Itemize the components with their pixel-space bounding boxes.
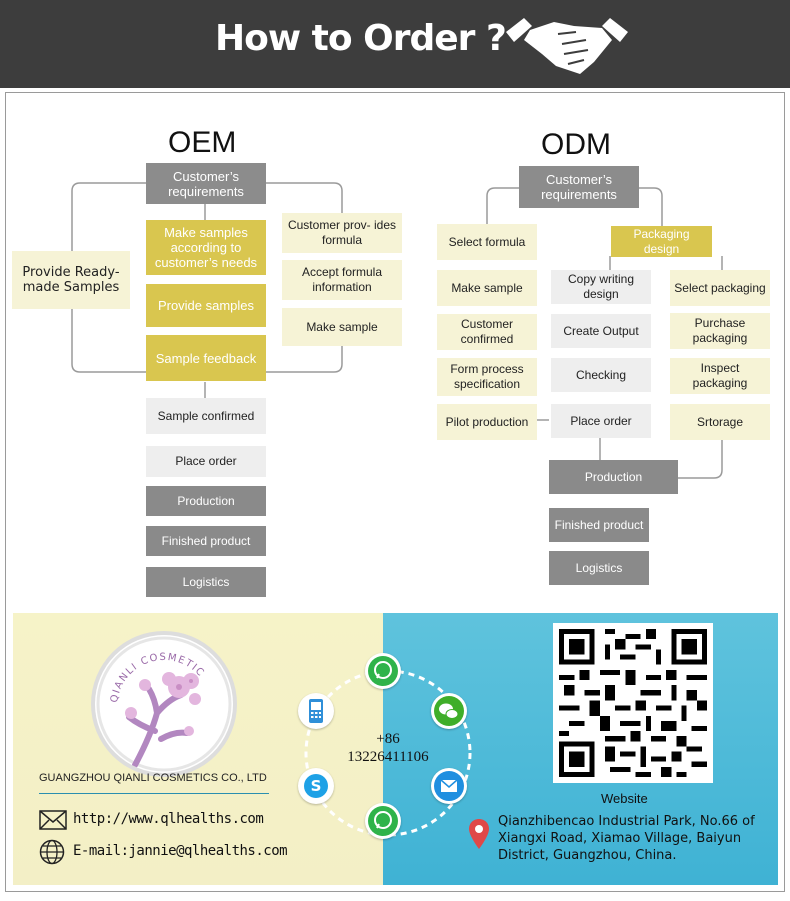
blossom-logo-icon: QIANLI COSMETIC <box>96 636 232 772</box>
oem-sample-feedback: Sample feedback <box>146 335 266 381</box>
content-panel <box>5 92 785 892</box>
odm-customer-confirmed: Customer confirmed <box>437 314 537 350</box>
odm-pilot-production: Pilot production <box>437 404 537 440</box>
phone-prefix: +86 <box>376 731 400 747</box>
oem-make-sample: Make sample <box>282 308 402 346</box>
svg-text:S: S <box>311 777 322 795</box>
odm-packaging-design: Packaging design <box>611 226 712 257</box>
oem-customer-formula: Customer prov- ides formula <box>282 213 402 253</box>
qr-code-icon <box>559 629 707 777</box>
odm-select-formula: Select formula <box>437 224 537 260</box>
odm-inspect-packaging: Inspect packaging <box>670 358 770 394</box>
website-qr-code[interactable] <box>553 623 713 783</box>
oem-provide-samples: Provide samples <box>146 284 266 327</box>
odm-logistics: Logistics <box>549 551 649 585</box>
phone-digits: 13226411106 <box>347 749 429 765</box>
company-name: GUANGZHOU QIANLI COSMETICS CO., LTD <box>39 772 267 784</box>
odm-make-sample: Make sample <box>437 270 537 306</box>
mobile-phone-icon[interactable] <box>298 693 334 729</box>
header-banner: How to Order ? <box>0 0 790 88</box>
oem-requirements: Customer’s requirements <box>146 163 266 204</box>
odm-requirements: Customer’s requirements <box>519 166 639 208</box>
oem-title: OEM <box>168 126 237 159</box>
oem-logistics: Logistics <box>146 567 266 597</box>
oem-sample-confirmed: Sample confirmed <box>146 398 266 434</box>
odm-finished-product: Finished product <box>549 508 649 542</box>
envelope-icon <box>39 810 67 830</box>
globe-icon <box>39 839 65 865</box>
odm-production: Production <box>549 460 678 494</box>
whatsapp-icon[interactable] <box>365 653 401 689</box>
oem-make-samples: Make samples according to customer’s nee… <box>146 220 266 275</box>
website-link[interactable]: http://www.qlhealths.com <box>73 811 264 827</box>
email-link[interactable]: E-mail:jannie@qlhealths.com <box>73 843 288 859</box>
oem-accept-formula: Accept formula information <box>282 260 402 300</box>
handshake-icon <box>506 18 628 74</box>
whatsapp-icon-bottom[interactable] <box>365 803 401 839</box>
odm-copy-writing: Copy writing design <box>551 270 651 304</box>
company-logo: QIANLI COSMETIC <box>95 635 233 773</box>
mail-icon[interactable] <box>431 768 467 804</box>
odm-place-order: Place order <box>551 404 651 438</box>
qr-label: Website <box>601 791 648 806</box>
oem-production: Production <box>146 486 266 516</box>
oem-place-order: Place order <box>146 446 266 477</box>
contact-footer: QIANLI COSMETIC GUANGZHOU QIANLI COSMETI… <box>13 613 778 885</box>
odm-storage: Srtorage <box>670 404 770 440</box>
company-divider <box>39 793 269 794</box>
odm-purchase-packaging: Purchase packaging <box>670 313 770 349</box>
skype-icon[interactable]: S <box>298 768 334 804</box>
odm-checking: Checking <box>551 358 651 392</box>
odm-select-packaging: Select packaging <box>670 270 770 306</box>
odm-form-process: Form process specification <box>437 358 537 396</box>
phone-number[interactable]: +86 13226411106 <box>333 730 443 766</box>
location-pin-icon <box>469 819 489 849</box>
company-address: Qianzhibencao Industrial Park, No.66 of … <box>498 814 755 863</box>
oem-finished-product: Finished product <box>146 526 266 556</box>
banner-title: How to Order ? <box>215 18 507 59</box>
oem-ready-made-samples: Provide Ready-made Samples <box>12 251 130 309</box>
wechat-icon[interactable] <box>431 693 467 729</box>
odm-create-output: Create Output <box>551 314 651 348</box>
odm-title: ODM <box>541 128 611 161</box>
